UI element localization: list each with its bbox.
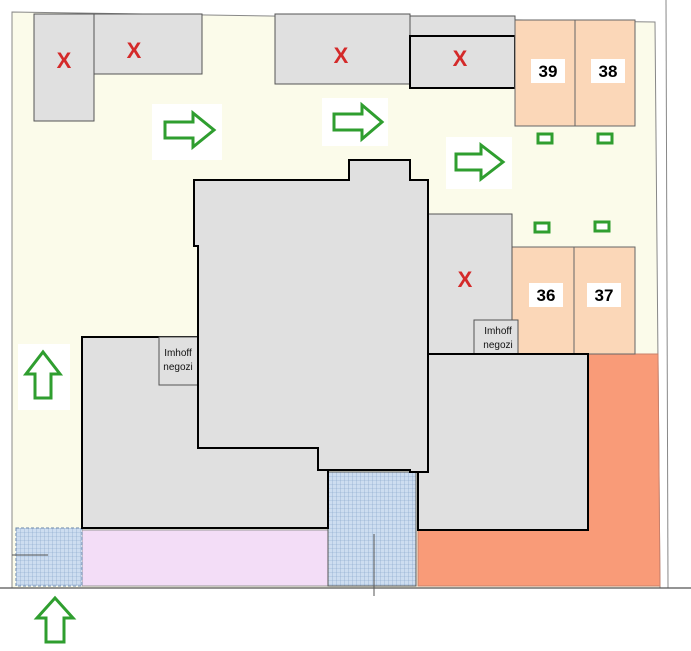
stall-37-number: 37 [595, 286, 614, 305]
stall-38-number: 38 [599, 62, 618, 81]
parcel-top-mid-b [409, 35, 516, 89]
cancel-mark-4: X [453, 46, 468, 71]
green-spot-marker-icon [593, 220, 611, 233]
imhoff-right-line1: Imhoff [484, 326, 512, 337]
imhoff-box-right [473, 319, 519, 355]
stall-38-label-bg [591, 59, 625, 83]
imhoff-left-line1: Imhoff [164, 348, 192, 359]
parcel-top-left-a [33, 13, 95, 122]
grid-zone-center [327, 471, 417, 587]
imhoff-box-left [158, 336, 200, 386]
green-arrow-icon [33, 595, 77, 644]
parcel-top-mid-strip [409, 15, 516, 37]
green-arrow-icon [22, 349, 64, 400]
cancel-mark-2: X [127, 38, 142, 63]
parcel-top-mid-a [274, 13, 411, 85]
stall-39-label-bg [531, 59, 565, 83]
cancel-mark-3: X [334, 43, 349, 68]
green-arrow-icon [454, 141, 506, 183]
stall-37-label-bg [587, 283, 621, 307]
lilac-zone [81, 529, 329, 587]
green-spot-marker-icon [536, 132, 554, 145]
grid-zone-left [15, 527, 83, 587]
green-spot-marker-icon [533, 221, 551, 234]
stall-36-number: 36 [537, 286, 556, 305]
cancel-mark-5: X [458, 267, 473, 292]
building-bottom-right [417, 353, 589, 531]
cancel-mark-1: X [57, 48, 72, 73]
stall-39-number: 39 [539, 62, 558, 81]
green-arrow-icon [332, 101, 385, 143]
green-arrow-icon [163, 109, 217, 151]
arrow-bg-2 [322, 98, 388, 146]
imhoff-left-line2: negozi [163, 362, 192, 373]
main-building [193, 159, 429, 473]
parcel-top-left-b [93, 13, 203, 75]
right-boundary-line [665, 0, 669, 589]
stall-36-label-bg [529, 283, 563, 307]
green-spot-marker-icon [596, 132, 614, 145]
imhoff-right-line2: negozi [483, 340, 512, 351]
